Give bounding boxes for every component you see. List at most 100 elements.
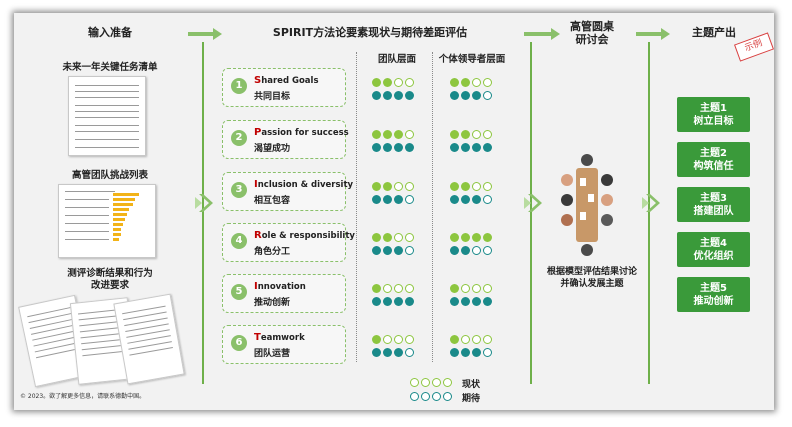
header-seminar-line1: 高管圆桌 (570, 20, 614, 33)
item-initial-letter: P (254, 127, 262, 138)
individual-current-rating (450, 182, 492, 192)
team-current-rating (372, 182, 414, 192)
theme-title: 优化组织 (693, 250, 734, 262)
empty-rating-dot (405, 130, 414, 139)
input-label-assessment-line2: 改进要求 (90, 280, 129, 291)
filled-rating-dot (483, 233, 492, 242)
individual-current-rating (450, 233, 492, 243)
empty-rating-dot (405, 348, 414, 357)
filled-rating-dot (372, 143, 381, 152)
theme-title: 构筑信任 (693, 160, 734, 172)
empty-rating-dot (383, 284, 392, 293)
filled-rating-dot (405, 143, 414, 152)
chevron-right-icon (524, 194, 542, 212)
filled-rating-dot (372, 348, 381, 357)
item-initial-letter: T (254, 332, 261, 343)
empty-rating-dot (405, 182, 414, 191)
filled-rating-dot (383, 130, 392, 139)
chevron-right-icon (195, 194, 213, 212)
filled-rating-dot (461, 78, 470, 87)
team-expected-rating (372, 348, 414, 358)
team-expected-rating (372, 143, 414, 153)
theme-title: 推动创新 (693, 295, 734, 307)
header-seminar: 高管圆桌 研讨会 (562, 20, 622, 46)
individual-expected-rating (450, 91, 492, 101)
filled-rating-dot (461, 195, 470, 204)
item-initial-letter: S (254, 75, 262, 86)
filled-rating-dot (450, 78, 459, 87)
filled-rating-dot (450, 284, 459, 293)
team-current-rating (372, 130, 414, 140)
filled-rating-dot (450, 335, 459, 344)
empty-rating-dot (483, 195, 492, 204)
filled-rating-dot (450, 182, 459, 191)
filled-rating-dot (461, 143, 470, 152)
filled-rating-dot (372, 130, 381, 139)
filled-rating-dot (405, 297, 414, 306)
filled-rating-dot (383, 78, 392, 87)
item-english-rest: nnovation (257, 282, 306, 292)
filled-rating-dot (405, 91, 414, 100)
empty-rating-dot (483, 182, 492, 191)
empty-rating-dot (405, 195, 414, 204)
legend-current-label: 现状 (462, 380, 481, 390)
empty-rating-dot (472, 182, 481, 191)
filled-rating-dot (450, 348, 459, 357)
header-arrow (188, 28, 222, 40)
filled-rating-dot (483, 297, 492, 306)
item-english-rest: eamwork (260, 333, 305, 343)
individual-current-rating (450, 284, 492, 294)
empty-rating-dot (483, 284, 492, 293)
challenge-list-document-image (58, 184, 156, 258)
filled-rating-dot (461, 233, 470, 242)
item-english-title: Teamwork (254, 332, 305, 343)
empty-rating-dot (472, 130, 481, 139)
individual-current-rating (450, 130, 492, 140)
task-list-document-image (68, 76, 146, 156)
item-english-title: Passion for success (254, 127, 349, 138)
empty-rating-dot (472, 284, 481, 293)
team-current-rating (372, 233, 414, 243)
item-initial-letter: I (254, 281, 258, 292)
filled-rating-dot (461, 130, 470, 139)
header-input: 输入准备 (88, 26, 132, 39)
filled-rating-dot (383, 182, 392, 191)
item-english-rest: hared Goals (261, 76, 319, 86)
filled-rating-dot (372, 78, 381, 87)
filled-rating-dot (372, 195, 381, 204)
filled-rating-dot (372, 233, 381, 242)
filled-rating-dot (383, 195, 392, 204)
filled-rating-dot (394, 297, 403, 306)
filled-rating-dot (483, 143, 492, 152)
empty-rating-dot (483, 246, 492, 255)
seminar-caption-line1: 根据模型评估结果讨论 (546, 267, 637, 277)
input-label-assessment-line1: 测评诊断结果和行为 (67, 268, 153, 279)
theme-title: 搭建团队 (693, 205, 734, 217)
filled-rating-dot (461, 297, 470, 306)
item-initial-letter: R (254, 230, 262, 241)
filled-rating-dot (472, 233, 481, 242)
item-english-rest: ole & responsibility (261, 231, 355, 241)
empty-rating-dot (405, 335, 414, 344)
empty-rating-dot (483, 91, 492, 100)
item-english-rest: nclusion & diversity (257, 180, 354, 190)
header-arrow (524, 28, 560, 40)
empty-rating-dot (394, 182, 403, 191)
filled-rating-dot (461, 182, 470, 191)
item-chinese-title: 相互包容 (254, 196, 291, 206)
item-number-badge: 4 (231, 233, 247, 249)
individual-current-rating (450, 335, 492, 345)
filled-rating-dot (450, 195, 459, 204)
item-chinese-title: 渴望成功 (254, 144, 291, 154)
filled-rating-dot (472, 143, 481, 152)
filled-rating-dot (372, 297, 381, 306)
filled-rating-dot (461, 246, 470, 255)
empty-rating-dot (472, 246, 481, 255)
empty-rating-dot (483, 130, 492, 139)
filled-rating-dot (394, 348, 403, 357)
filled-rating-dot (372, 91, 381, 100)
